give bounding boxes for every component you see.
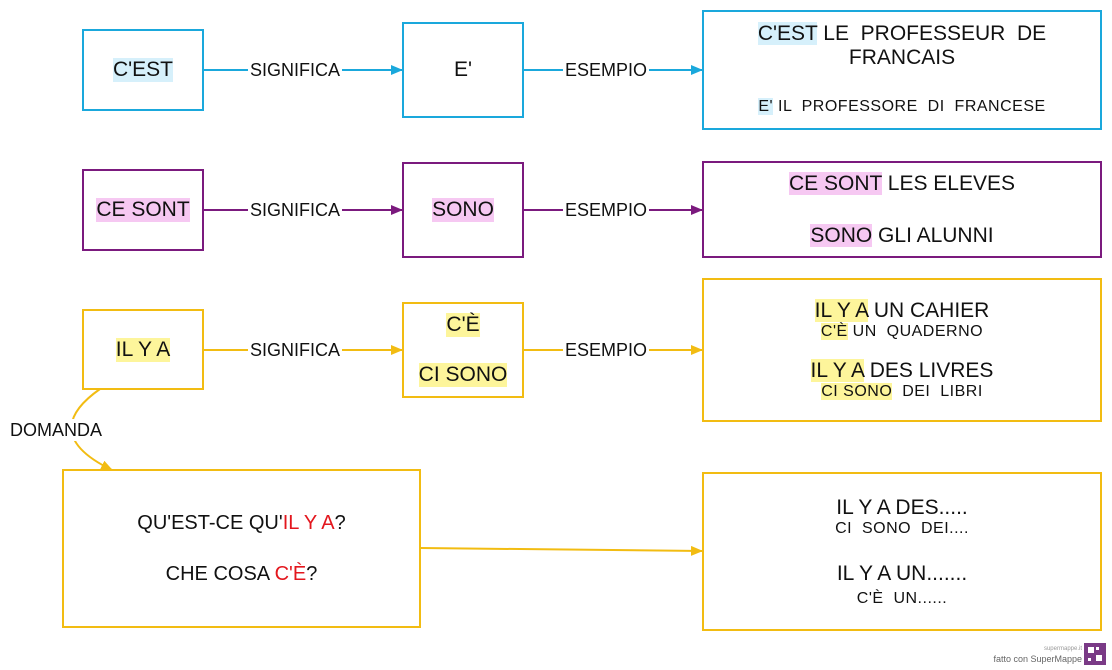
translation-il-y-a-2-rest: DEI LIBRI bbox=[892, 383, 983, 400]
translation-il-y-a-1-rest: UN QUADERNO bbox=[847, 323, 984, 340]
example-il-y-a-1-hl: IL Y A bbox=[814, 299, 868, 322]
watermark-site: supermappe.it bbox=[1043, 646, 1082, 652]
label-esempio-row3: ESEMPIO bbox=[563, 339, 650, 361]
node-ce-ci-sono[interactable]: C'È CI SONO bbox=[402, 302, 524, 398]
node-question[interactable]: QU'EST-CE QU'IL Y A? CHE COSA C'È? bbox=[62, 469, 421, 628]
example-il-y-a-1: IL Y A UN CAHIER bbox=[814, 299, 990, 323]
label-domanda: DOMANDA bbox=[8, 419, 105, 441]
example-il-y-a-2-rest: DES LIVRES bbox=[863, 359, 994, 382]
translation-cest: E' IL PROFESSORE DI FRANCESE bbox=[758, 98, 1045, 116]
label-esempio-row2: ESEMPIO bbox=[563, 199, 650, 221]
question-1-prefix: QU'EST-CE QU' bbox=[137, 511, 283, 534]
node-ci-sono-label: CI SONO bbox=[418, 363, 508, 387]
node-cest-label: C'EST bbox=[112, 58, 174, 82]
answer-line-2: CI SONO DEI.... bbox=[835, 519, 969, 537]
example-cest-line1: C'EST LE PROFESSEUR DE bbox=[757, 22, 1047, 46]
translation-cest-hl: E' bbox=[758, 98, 774, 115]
example-cest-rest: LE PROFESSEUR DE bbox=[817, 22, 1047, 45]
node-answer[interactable]: IL Y A DES..... CI SONO DEI.... IL Y A U… bbox=[702, 472, 1102, 631]
node-e[interactable]: E' bbox=[402, 22, 524, 118]
translation-cest-rest: IL PROFESSORE DI FRANCESE bbox=[773, 98, 1046, 115]
example-ce-sont-rest: LES ELEVES bbox=[881, 171, 1016, 195]
node-cest[interactable]: C'EST bbox=[82, 29, 204, 111]
node-sono-label: SONO bbox=[432, 198, 494, 222]
translation-il-y-a-1: C'È UN QUADERNO bbox=[820, 323, 984, 341]
example-cest-line2: FRANCAIS bbox=[848, 46, 956, 69]
node-ce-sont-label: CE SONT bbox=[96, 198, 190, 222]
example-ce-sont-hl: CE SONT bbox=[788, 171, 882, 195]
example-il-y-a-2: IL Y A DES LIVRES bbox=[810, 359, 994, 383]
example-il-y-a-1-rest: UN CAHIER bbox=[867, 299, 990, 322]
label-significa-row3: SIGNIFICA bbox=[248, 339, 343, 361]
watermark: supermappe.it fatto con SuperMappe bbox=[993, 644, 1082, 664]
question-2-suffix: ? bbox=[306, 562, 318, 585]
question-line-1: QU'EST-CE QU'IL Y A? bbox=[137, 512, 345, 535]
node-il-y-a-label: IL Y A bbox=[115, 337, 171, 362]
node-example-cest[interactable]: C'EST LE PROFESSEUR DE FRANCAIS E' IL PR… bbox=[702, 10, 1102, 130]
example-il-y-a-2-hl: IL Y A bbox=[810, 359, 864, 382]
translation-ce-sont-hl: SONO bbox=[810, 223, 873, 247]
translation-il-y-a-2-hl: CI SONO bbox=[821, 383, 893, 400]
node-ce-label: C'È bbox=[446, 313, 480, 337]
label-esempio-row1: ESEMPIO bbox=[563, 59, 650, 81]
question-2-prefix: CHE COSA bbox=[165, 562, 275, 585]
node-ce-sont[interactable]: CE SONT bbox=[82, 169, 204, 251]
answer-line-4: C'È UN...... bbox=[856, 589, 948, 607]
translation-ce-sont-line: SONO GLI ALUNNI bbox=[810, 223, 994, 248]
node-e-label: E' bbox=[453, 58, 473, 81]
label-significa-row1: SIGNIFICA bbox=[248, 59, 343, 81]
edge-question-answer bbox=[420, 545, 703, 556]
answer-line-3: IL Y A UN....... bbox=[836, 561, 968, 585]
watermark-credit: fatto con SuperMappe bbox=[993, 654, 1082, 664]
example-ce-sont-line: CE SONT LES ELEVES bbox=[788, 171, 1016, 196]
translation-ce-sont-rest: GLI ALUNNI bbox=[872, 223, 994, 247]
question-line-2: CHE COSA C'È? bbox=[166, 563, 318, 586]
node-example-ce-sont[interactable]: CE SONT LES ELEVES SONO GLI ALUNNI bbox=[702, 161, 1102, 258]
translation-il-y-a-2: CI SONO DEI LIBRI bbox=[821, 383, 983, 401]
supermappe-logo-icon bbox=[1084, 643, 1106, 665]
answer-line-1: IL Y A DES..... bbox=[836, 495, 968, 519]
question-1-red: IL Y A bbox=[282, 511, 335, 534]
question-1-suffix: ? bbox=[334, 511, 346, 534]
label-significa-row2: SIGNIFICA bbox=[248, 199, 343, 221]
node-il-y-a[interactable]: IL Y A bbox=[82, 309, 204, 390]
translation-il-y-a-1-hl: C'È bbox=[820, 323, 848, 340]
node-example-il-y-a[interactable]: IL Y A UN CAHIER C'È UN QUADERNO IL Y A … bbox=[702, 278, 1102, 422]
question-2-red: C'È bbox=[274, 562, 307, 585]
node-sono[interactable]: SONO bbox=[402, 162, 524, 258]
example-cest-hl: C'EST bbox=[757, 22, 818, 45]
